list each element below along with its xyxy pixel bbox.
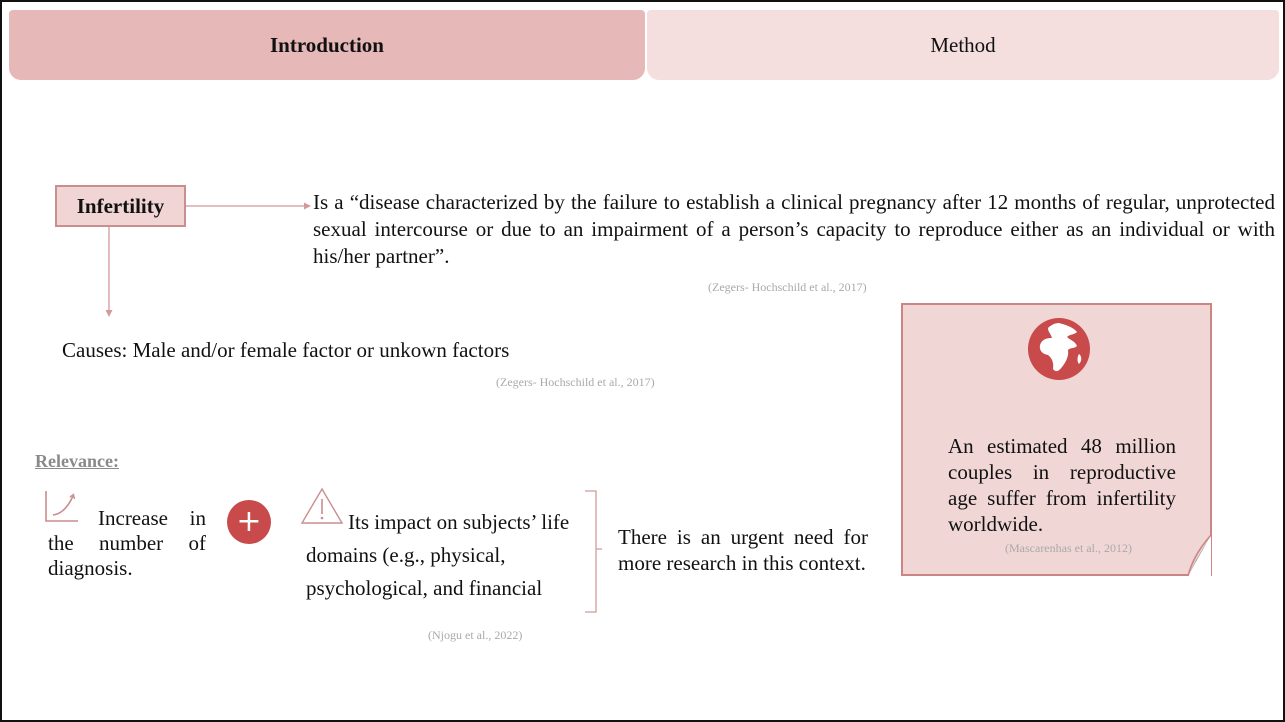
definition-citation: (Zegers- Hochschild et al., 2017): [708, 280, 867, 294]
tab-introduction[interactable]: Introduction: [9, 10, 645, 80]
infertility-definition: Is a “disease characterized by the failu…: [313, 190, 1275, 268]
causes-text: Causes: Male and/or female factor or unk…: [62, 338, 510, 362]
infertility-box: Infertility: [55, 185, 186, 227]
trend-up-icon: [44, 489, 80, 523]
causes-citation: (Zegers- Hochschild et al., 2017): [496, 375, 655, 389]
plus-icon: +: [227, 500, 271, 544]
increase-text-content: Increase in the number of diagnosis.: [48, 506, 206, 580]
tab-method[interactable]: Method: [647, 10, 1279, 80]
relevance-heading: Relevance:: [35, 451, 119, 471]
statistic-text: An estimated 48 million couples in repro…: [948, 434, 1176, 536]
statistic-citation: (Mascarenhas et al., 2012): [1005, 541, 1132, 555]
globe-icon: [1026, 316, 1092, 382]
increase-text: Increase in the number of diagnosis.: [48, 506, 206, 581]
impact-text: Its impact on subjects’ life domains (e.…: [306, 506, 586, 605]
relevance-citation: (Njogu et al., 2022): [428, 628, 523, 642]
impact-text-content: Its impact on subjects’ life domains (e.…: [306, 510, 570, 600]
need-text: There is an urgent need for more researc…: [618, 525, 868, 575]
warning-icon: [300, 487, 344, 525]
